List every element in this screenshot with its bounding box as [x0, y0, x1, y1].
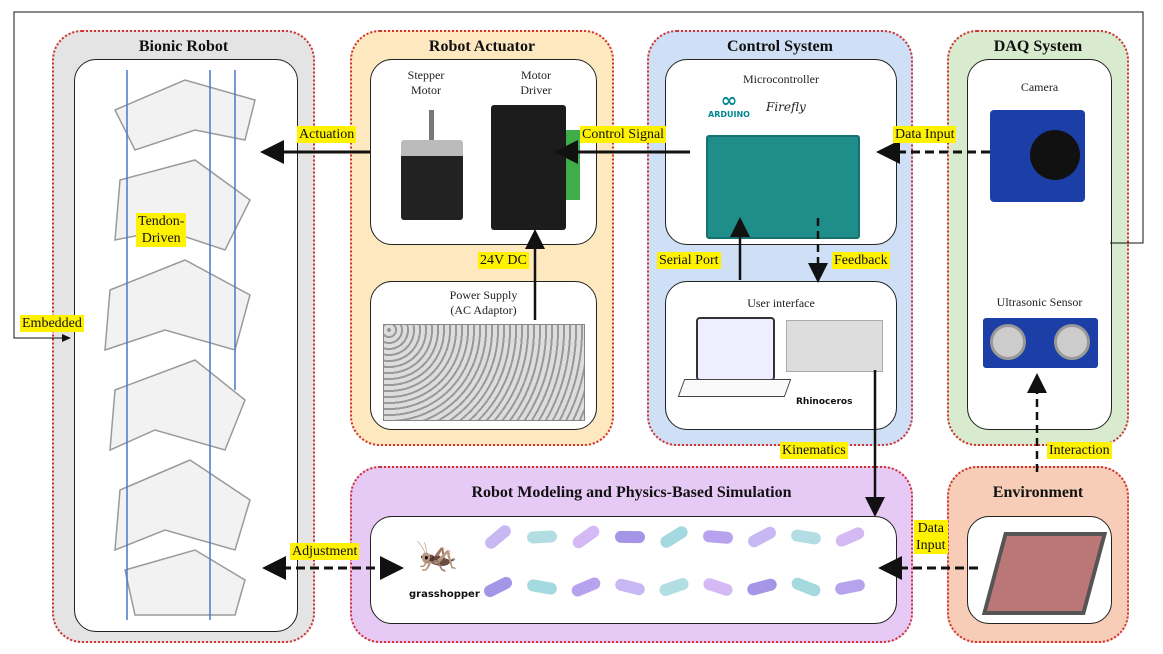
label-actuation: Actuation	[297, 126, 357, 143]
rhino-screenshot	[786, 320, 883, 372]
label-kinematics: Kinematics	[780, 442, 848, 459]
robot-image-frame	[74, 59, 298, 632]
label-embedded: Embedded	[20, 315, 84, 332]
simulation-thumbnail	[789, 575, 823, 599]
arduino-logo-text: ARDUINO	[708, 110, 750, 119]
grasshopper-logo: grasshopper	[409, 589, 480, 600]
panel-environment: Environment	[947, 466, 1129, 643]
simulation-thumbnail	[834, 578, 866, 596]
panel-daq-system: DAQ System Camera Ultrasonic Sensor	[947, 30, 1129, 446]
power-supply-label: Power Supply (AC Adaptor)	[449, 288, 518, 317]
panel-title: DAQ System	[993, 38, 1083, 55]
arduino-board-image	[706, 135, 860, 239]
label-control-signal: Control Signal	[580, 126, 667, 143]
simulation-thumbnail	[657, 576, 691, 598]
panel-title: Control System	[727, 38, 833, 55]
simulation-thumbnail	[745, 524, 779, 550]
user-interface-frame: User interface Rhinoceros	[665, 281, 897, 430]
panel-control-system: Control System Microcontroller ∞ARDUINO …	[647, 30, 913, 446]
simulation-thumbnail	[526, 530, 558, 544]
panel-title: Bionic Robot	[138, 38, 229, 55]
label-serial-port: Serial Port	[657, 252, 721, 269]
simulation-thumbnail	[701, 576, 735, 598]
label-interaction: Interaction	[1047, 442, 1112, 459]
camera-label: Camera	[1020, 80, 1059, 94]
motor-frame: Stepper Motor Motor Driver	[370, 59, 597, 245]
simulation-thumbnail	[790, 528, 822, 546]
environment-model-image	[981, 532, 1108, 615]
motor-shaft	[429, 110, 434, 140]
panel-title: Robot Actuator	[428, 38, 536, 55]
motor-driver-image	[491, 105, 566, 230]
simulation-frame: 🦗 grasshopper	[370, 516, 897, 624]
microcontroller-label: Microcontroller	[743, 72, 819, 86]
simulation-thumbnail	[569, 575, 603, 599]
simulation-thumbnail	[833, 525, 867, 549]
rhino-logo: Rhinoceros	[796, 397, 853, 407]
user-interface-label: User interface	[747, 296, 815, 310]
camera-lens	[1030, 130, 1080, 180]
simulation-thumbnail	[482, 522, 514, 552]
simulation-thumbnail	[613, 577, 647, 597]
panel-simulation: Robot Modeling and Physics-Based Simulat…	[350, 466, 913, 643]
simulation-thumbnail	[614, 530, 646, 544]
label-adjustment: Adjustment	[290, 543, 360, 560]
sensors-frame: Camera Ultrasonic Sensor	[967, 59, 1112, 430]
simulation-thumbnail	[745, 577, 779, 597]
firefly-logo: Firefly	[766, 100, 806, 114]
arduino-logo: ∞ARDUINO	[704, 90, 754, 120]
simulation-thumbnail	[570, 523, 602, 551]
simulation-thumbnail	[658, 523, 690, 551]
bionic-robot-image	[104, 70, 256, 620]
power-supply-frame: Power Supply (AC Adaptor)	[370, 281, 597, 430]
ultrasonic-transducer-left	[990, 324, 1026, 360]
ultrasonic-sensor-label: Ultrasonic Sensor	[996, 295, 1083, 309]
motor-driver-label: Motor Driver	[520, 68, 552, 97]
stepper-motor-image	[401, 140, 463, 220]
panel-title: Environment	[992, 484, 1084, 501]
label-data-input-camera: Data Input	[893, 126, 957, 143]
label-feedback: Feedback	[832, 252, 890, 269]
label-24v-dc: 24V DC	[478, 252, 529, 269]
driver-terminal	[566, 130, 580, 200]
panel-bionic-robot: Bionic Robot	[52, 30, 315, 643]
stepper-motor-label: Stepper Motor	[407, 68, 445, 97]
ultrasonic-transducer-right	[1054, 324, 1090, 360]
laptop-base	[677, 379, 792, 397]
panel-robot-actuator: Robot Actuator Stepper Motor Motor Drive…	[350, 30, 614, 446]
simulation-thumbnail	[702, 529, 734, 545]
microcontroller-frame: Microcontroller ∞ARDUINO Firefly	[665, 59, 897, 245]
power-supply-image	[383, 324, 585, 421]
label-data-input-env: Data Input	[914, 520, 948, 554]
environment-frame	[967, 516, 1112, 624]
laptop-image	[696, 317, 775, 381]
simulation-thumbnail	[481, 574, 515, 600]
simulation-thumbnail	[526, 578, 558, 596]
label-tendon-driven: Tendon- Driven	[136, 213, 187, 247]
grasshopper-icon: 🦗	[416, 535, 459, 575]
panel-title: Robot Modeling and Physics-Based Simulat…	[471, 484, 792, 501]
